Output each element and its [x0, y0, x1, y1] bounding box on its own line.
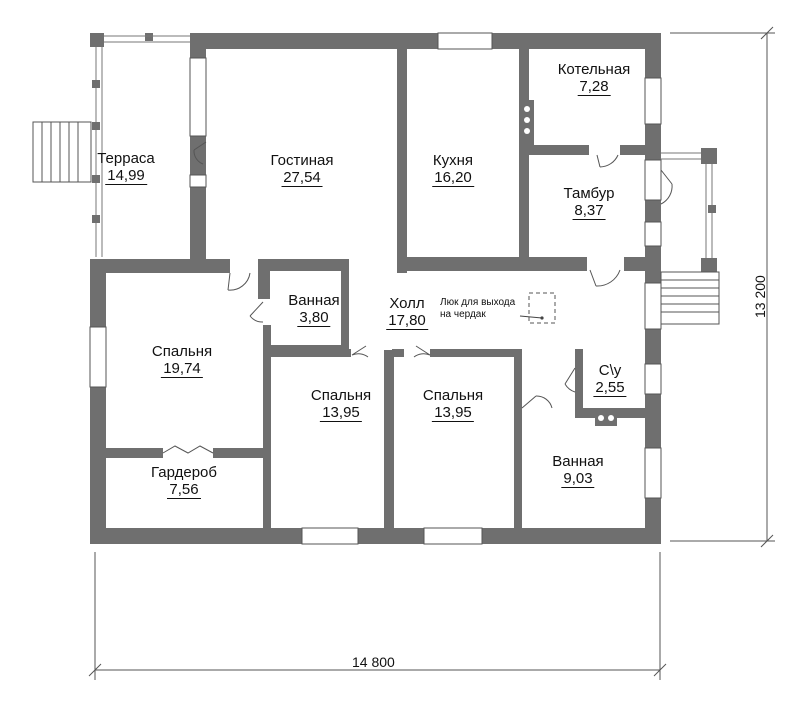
stove-icon	[520, 100, 534, 146]
room-wc: С\у 2,55	[593, 362, 627, 397]
room-terrace: Терраса 14,99	[97, 150, 155, 185]
room-name: Терраса	[97, 150, 155, 167]
room-hall: Холл 17,80	[386, 295, 428, 330]
room-bedroom-2: Спальня 13,95	[310, 387, 372, 422]
dimension-height: 13 200	[752, 275, 768, 318]
room-area: 3,80	[297, 309, 331, 327]
room-vestibule: Тамбур 8,37	[563, 185, 615, 220]
room-name: Спальня	[310, 387, 372, 404]
room-name: Тамбур	[563, 185, 615, 202]
terrace-stairs	[32, 121, 92, 183]
room-area: 19,74	[161, 360, 203, 378]
room-area: 2,55	[593, 379, 627, 397]
room-name: Холл	[389, 295, 425, 312]
porch-stairs	[660, 271, 720, 325]
room-bedroom-big: Спальня 19,74	[151, 343, 213, 378]
attic-hatch-leader	[519, 315, 543, 319]
attic-hatch-note: Люк для выхода на чердак	[440, 297, 516, 320]
room-area: 13,95	[320, 404, 362, 422]
room-area: 7,28	[577, 78, 611, 96]
room-name: Котельная	[557, 61, 631, 78]
room-bath-big: Ванная 9,03	[552, 453, 604, 488]
room-bath-small: Ванная 3,80	[288, 292, 340, 327]
railing-posts	[92, 80, 716, 223]
room-bedroom-3: Спальня 13,95	[422, 387, 484, 422]
room-area: 27,54	[281, 169, 323, 187]
dimension-width: 14 800	[352, 654, 395, 670]
room-area: 9,03	[561, 470, 595, 488]
room-boiler: Котельная 7,28	[557, 61, 631, 96]
room-area: 17,80	[386, 312, 428, 330]
room-living: Гостиная 27,54	[270, 152, 334, 187]
room-area: 7,56	[167, 481, 201, 499]
room-area: 14,99	[105, 167, 147, 185]
room-name: Гардероб	[151, 464, 217, 481]
room-name: Ванная	[288, 292, 340, 309]
room-area: 8,37	[572, 202, 606, 220]
room-name: С\у	[598, 362, 622, 379]
room-name: Спальня	[422, 387, 484, 404]
room-name: Ванная	[552, 453, 604, 470]
room-name: Кухня	[432, 152, 474, 169]
room-area: 16,20	[432, 169, 474, 187]
door-swings	[162, 141, 673, 454]
room-name: Спальня	[151, 343, 213, 360]
attic-hatch-point	[540, 316, 544, 320]
room-wardrobe: Гардероб 7,56	[151, 464, 217, 499]
room-name: Гостиная	[270, 152, 334, 169]
room-area: 13,95	[432, 404, 474, 422]
sink-icon	[598, 415, 614, 421]
room-kitchen: Кухня 16,20	[432, 152, 474, 187]
dimension-lines	[88, 26, 775, 680]
